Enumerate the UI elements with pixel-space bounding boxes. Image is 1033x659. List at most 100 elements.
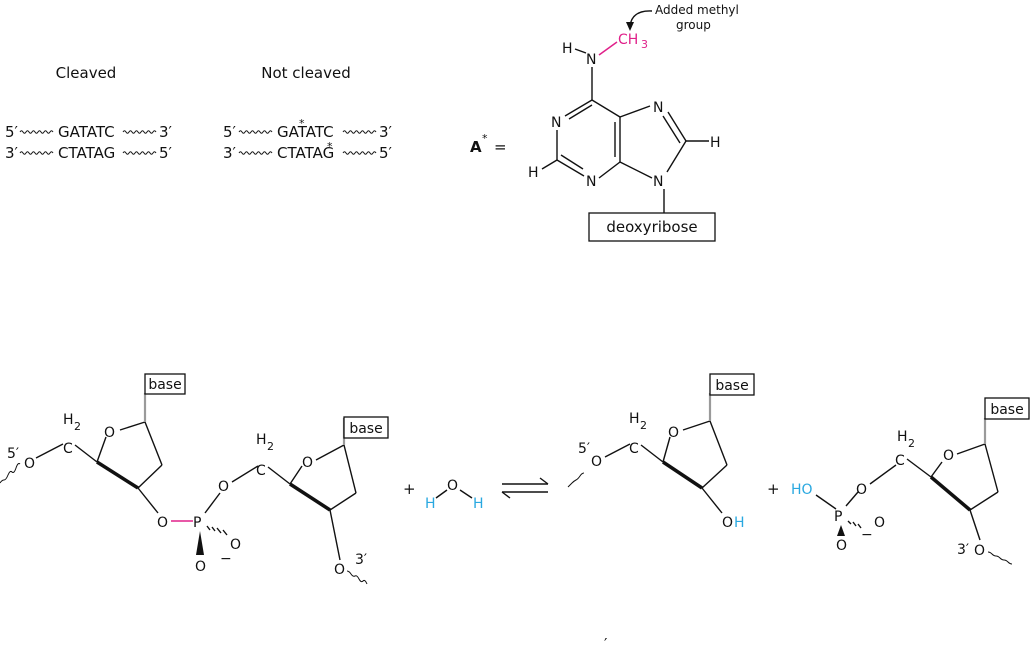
not-cleaved-heading: Not cleaved xyxy=(261,64,351,82)
p2-o5-c5-bond xyxy=(870,465,896,484)
p2-sugar-bond-b xyxy=(957,444,985,454)
p1-sugar-bond-d xyxy=(702,465,727,488)
cleaved-bottom-5prime: 5′ xyxy=(159,144,173,162)
h-n-bond xyxy=(575,49,586,53)
methyl-star-bottom: * xyxy=(327,140,333,153)
deoxyribose-label: deoxyribose xyxy=(606,218,697,236)
not-cleaved-bottom-wave-right xyxy=(343,152,376,155)
ring-bond-6 xyxy=(592,100,620,117)
cleaved-top-wave-right xyxy=(123,131,156,134)
not-cleaved-top-sequence: GATATC xyxy=(277,123,334,141)
water-h-left: H xyxy=(425,496,436,512)
sugar2-bond-b xyxy=(316,445,344,460)
p1-sugar-bond-b xyxy=(683,421,710,430)
c5b-atom: C xyxy=(256,463,266,479)
p1-chain-wave xyxy=(568,473,584,487)
p2-o3-atom: O xyxy=(974,543,985,559)
methyl-bond xyxy=(599,42,617,55)
p2-chain-wave xyxy=(988,552,1012,564)
cleaved-heading: Cleaved xyxy=(56,64,117,82)
cleaved-bottom-3prime: 3′ xyxy=(5,144,19,162)
p2-h2-sub: 2 xyxy=(908,437,915,450)
sugar2-ring-o: O xyxy=(302,455,313,471)
methyl-annotation-line1: Added methyl xyxy=(655,3,739,17)
base-label-3: base xyxy=(715,378,748,394)
p1-h2-sub: 2 xyxy=(640,419,647,432)
p2-sugar-bond-c xyxy=(985,444,998,492)
n9-atom: N xyxy=(653,174,663,190)
not-cleaved-bottom-sequence: CTATAG xyxy=(277,144,334,162)
p2-three-prime-label: 3′ xyxy=(957,542,969,558)
p-minus: − xyxy=(220,551,232,567)
dinucleotide-reactant: 5′ O C H 2 O base O P O O − O C H 2 O xyxy=(0,374,388,584)
product-5prime-phosphate: HO P O O − O C H 2 O base 3′ O xyxy=(791,398,1029,564)
cleaved-top-3prime: 3′ xyxy=(159,123,173,141)
p2-c5-atom: C xyxy=(895,453,905,469)
water-molecule: H O H xyxy=(425,478,484,512)
not-cleaved-bottom-3prime: 3′ xyxy=(223,144,237,162)
o5b-atom: O xyxy=(218,479,229,495)
sugar2-bold-bond xyxy=(290,484,330,510)
p2-sugar-bond-a xyxy=(931,462,942,477)
p-o-bottom: O xyxy=(195,559,206,575)
c3-o3-bond xyxy=(138,488,158,513)
annotation-arrow xyxy=(630,11,652,26)
chain-wave-right xyxy=(347,571,367,584)
h2-sub: 2 xyxy=(74,420,81,433)
sugar2-bond-d xyxy=(330,493,356,510)
not-cleaved-panel: Not cleaved 5′ GATATC * 3′ 3′ CTATAG * 5… xyxy=(223,64,393,162)
p1-c5-atom: C xyxy=(629,441,639,457)
p2-ho-label: HO xyxy=(791,482,813,498)
p2-ho-p-bond xyxy=(816,495,836,509)
equals-sign: = xyxy=(494,138,507,156)
o3-atom: O xyxy=(157,515,168,531)
p2-minus: − xyxy=(861,527,873,543)
p2-p-o-wedge xyxy=(837,525,845,536)
base-label-2: base xyxy=(349,421,382,437)
o5b-c5b-bond xyxy=(232,466,258,482)
methyl-ch: CH xyxy=(618,32,638,48)
not-cleaved-top-wave-right xyxy=(343,131,376,134)
h2b-label: H xyxy=(256,432,267,448)
sugar1-bond-b xyxy=(120,422,145,430)
stray-prime-mark: ′ xyxy=(604,635,608,653)
water-h-right: H xyxy=(473,496,484,512)
p2-c5-c4-bond xyxy=(907,459,931,477)
not-cleaved-top-5prime: 5′ xyxy=(223,123,237,141)
product-3prime-oh: 5′ O C H 2 O base O H xyxy=(568,374,754,531)
water-bond-right xyxy=(460,490,472,498)
p2-bold-bond xyxy=(931,477,970,510)
sugar2-bond-c xyxy=(344,445,356,493)
sugar1-bond-c xyxy=(145,422,162,465)
p-o-hash xyxy=(207,526,227,535)
methyl-sub: 3 xyxy=(641,38,648,51)
p-o-wedge xyxy=(196,531,204,555)
not-cleaved-top-3prime: 3′ xyxy=(379,123,393,141)
p1-c5-c4-bond xyxy=(641,445,663,462)
p1-h2-label: H xyxy=(629,411,640,427)
p2-ring-o: O xyxy=(943,448,954,464)
cleaved-bottom-wave-left xyxy=(20,152,53,155)
base-label-1: base xyxy=(148,377,181,393)
cleaved-top-5prime: 5′ xyxy=(5,123,19,141)
sugar1-bold-bond xyxy=(97,462,138,488)
p1-o5-atom: O xyxy=(591,454,602,470)
methyl-annotation-line2: group xyxy=(676,18,711,32)
arrow-top-barb xyxy=(540,478,548,484)
p2-sugar-bond-d xyxy=(970,492,998,510)
n3-atom: N xyxy=(586,174,596,190)
p2-c3-o3-bond xyxy=(970,510,980,540)
amino-n: N xyxy=(586,52,596,68)
imid-bond-2b xyxy=(663,116,680,143)
p1-sugar-bond-c xyxy=(710,421,727,465)
p2-phosphorus: P xyxy=(834,509,842,525)
h2-label: H xyxy=(63,412,74,428)
n1-atom: N xyxy=(551,115,561,131)
o5-c5-bond xyxy=(36,444,63,458)
p1-five-prime-label: 5′ xyxy=(578,441,590,457)
p1-bold-bond xyxy=(663,462,702,488)
sugar1-ring-o: O xyxy=(104,425,115,441)
sugar2-bond-a xyxy=(290,466,302,484)
o3b-atom: O xyxy=(334,562,345,578)
p1-o5-c5-bond xyxy=(605,444,630,457)
